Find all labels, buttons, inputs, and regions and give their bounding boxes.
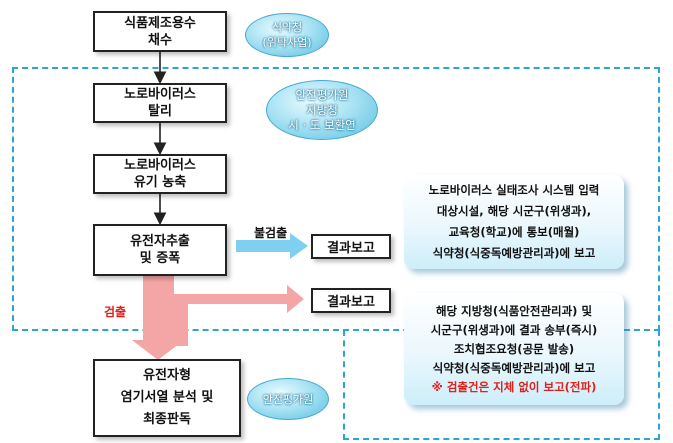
panel-detected-actions: 해당 지방청(식품안전관리과) 및 시군구(위생과)에 결과 송부(즉시) 조치… [404,293,624,405]
detected-arrow-right [170,285,304,346]
node-water-sampling-line2: 채수 [148,32,172,48]
oval-agencies-line2: 지방청 [306,102,338,117]
node-water-sampling: 식품제조용수 채수 [93,11,227,52]
oval-nifds-line1: 안전평가원 [262,392,314,406]
node-norovirus-elution-line2: 탈리 [148,104,172,119]
oval-mfds-line1: 식약청 [271,21,303,34]
node-final-analysis-line1: 유전자형 [143,368,191,383]
node-norovirus-elution-line1: 노로바이러스 [124,87,196,102]
panel-bottom-line1: 해당 지방청(식품안전관리과) 및 [435,303,593,318]
node-norovirus-concentration-line2: 유기 농축 [133,175,187,190]
panel-top-line2: 대상시설, 해당 시군구(위생과), [436,204,592,218]
panel-bottom-line2: 시군구(위생과)에 결과 송부(즉시) [430,322,598,337]
panel-top-line4: 식약청(식중독예방관리과)에 보고 [432,246,596,260]
node-final-analysis: 유전자형 염기서열 분석 및 최종판독 [93,359,241,437]
node-final-analysis-line3: 최종판독 [143,412,191,427]
node-norovirus-concentration-line1: 노로바이러스 [124,158,196,173]
node-final-analysis-line2: 염기서열 분석 및 [120,390,214,405]
node-water-sampling-line1: 식품제조용수 [124,15,196,31]
panel-top-line1: 노로바이러스 실태조사 시스템 입력 [428,183,600,197]
node-gene-extraction-line2: 및 증폭 [139,251,181,266]
node-norovirus-concentration: 노로바이러스 유기 농축 [93,154,227,194]
result-report-top: 결과보고 [311,234,391,259]
node-norovirus-elution: 노로바이러스 탈리 [93,83,227,123]
scope-dashed-frame [12,67,660,331]
oval-agencies-line3: 시 · 도 보환연 [288,117,356,132]
result-report-bottom: 결과보고 [311,288,391,313]
panel-bottom-warning: ※ 검출건은 지체 없이 보고(전파) [431,379,597,394]
panel-top-line3: 교육청(학교)에 통보(매월) [448,225,580,239]
panel-bottom-line3: 조치협조요청(공문 발송) [453,341,575,356]
node-gene-extraction: 유전자추출 및 증폭 [93,224,227,276]
oval-mfds: 식약청 (위탁사업) [245,13,329,57]
oval-agencies: 안전평가원 지방청 시 · 도 보환연 [266,80,378,140]
panel-bottom-line4: 식약청(식중독예방관리과)에 보고 [432,360,596,375]
label-detected: 검출 [104,305,127,319]
scope-dashed-extension-left [343,330,345,440]
node-gene-extraction-line1: 유전자추출 [130,234,190,249]
oval-mfds-line2: (위탁사업) [262,36,312,49]
not-detected-arrow [236,233,308,259]
label-not-detected: 불검출 [254,226,288,240]
scope-dashed-extension [343,330,660,440]
panel-not-detected-actions: 노로바이러스 실태조사 시스템 입력 대상시설, 해당 시군구(위생과), 교육… [404,175,624,269]
oval-nifds: 안전평가원 [247,378,329,420]
oval-agencies-line1: 안전평가원 [295,87,349,102]
